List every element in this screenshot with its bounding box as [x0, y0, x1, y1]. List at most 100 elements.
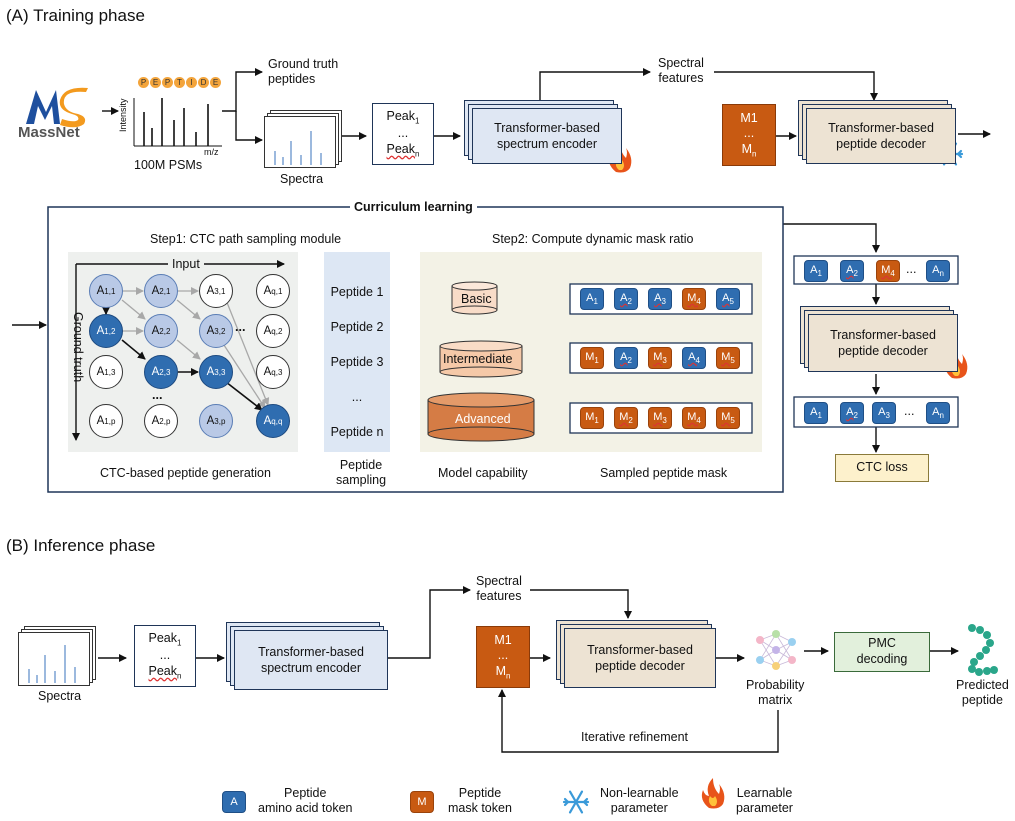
inference-encoder-stack: Transformer-based spectrum encoder — [226, 622, 388, 692]
ctc-ground-truth-axis: Ground truth — [71, 312, 85, 383]
inf-mask-last-label: M — [495, 663, 506, 678]
psm-x-label: m/z — [204, 147, 219, 157]
inf-peak-last-label: Peak — [148, 663, 178, 678]
psm-y-label: Intensity — [118, 98, 128, 132]
peak-last-label: Peak — [386, 141, 416, 156]
massnet-logo — [26, 87, 88, 128]
training-phase-title: (A) Training phase — [6, 6, 145, 25]
neural-network-icon — [756, 630, 796, 670]
inf-mask-first-label: M1 — [494, 632, 512, 647]
masked-input-token: A1 — [804, 260, 828, 282]
inference-connectors — [98, 586, 959, 753]
inference-peak-list: Peak1 ... Peakn — [134, 625, 196, 687]
inf-mask-dots: ... — [497, 648, 509, 663]
peak-first-label: Peak — [386, 108, 416, 123]
iterative-refinement-label: Iterative refinement — [578, 730, 691, 745]
pmc-decoding-box: PMC decoding — [834, 632, 930, 672]
psm-letter-3: T — [174, 77, 185, 88]
mask-row-0-token: A3 — [648, 288, 672, 310]
peptide-chain-icon — [968, 624, 998, 676]
peptide-sample-item: ... — [351, 390, 363, 404]
legend-mask-token: M — [410, 791, 434, 813]
output-token: A3 — [872, 402, 896, 424]
psm-letter-5: D — [198, 77, 209, 88]
training-spectra-label: Spectra — [280, 172, 324, 186]
psm-letter-1: E — [150, 77, 161, 88]
mask-row-2-token: M5 — [716, 407, 740, 429]
legend-learnable-text: Learnable parameter — [736, 786, 793, 815]
ctc-caption: CTC-based peptide generation — [100, 466, 271, 480]
mask-row-0-token: A5 — [716, 288, 740, 310]
training-encoder-label: Transformer-based spectrum encoder — [472, 108, 622, 164]
legend-frozen-text: Non-learnable parameter — [600, 786, 679, 815]
inf-peak-last-sub: n — [177, 671, 182, 681]
output-token: A2 — [840, 402, 864, 424]
mask-first-label: M1 — [740, 110, 758, 125]
learnable-decoder-label: Transformer-based peptide decoder — [808, 314, 958, 372]
sampled-mask-caption: Sampled peptide mask — [600, 466, 728, 480]
masked-input-token: An — [926, 260, 950, 282]
ctc-grid-dots-col: ... — [152, 388, 163, 402]
training-peak-list: Peak1 ... Peakn — [372, 103, 434, 165]
inference-encoder-label: Transformer-based spectrum encoder — [234, 630, 388, 690]
level-intermediate-label: Intermediate — [443, 352, 513, 366]
inference-decoder-stack: Transformer-based peptide decoder — [556, 620, 718, 690]
ctc-input-label: Input — [168, 257, 204, 272]
peptide-sample-item: Peptide 3 — [330, 355, 384, 369]
peptide-sampling-caption: Peptide sampling — [336, 458, 387, 487]
frozen-decoder-stack: Transformer-based peptide decoder — [798, 100, 960, 166]
mask-last-sub: n — [751, 149, 757, 159]
masked-input-token: A2 — [840, 260, 864, 282]
level-advanced-label: Advanced — [455, 412, 511, 426]
mask-row-1-token: A2 — [614, 347, 638, 369]
massnet-logo-text: MassNet — [18, 124, 80, 141]
legend-aa-text: Peptide amino acid token — [258, 786, 353, 815]
mask-row-1-token: A4 — [682, 347, 706, 369]
mask-row-0-token: A2 — [614, 288, 638, 310]
probability-matrix-label: Probability matrix — [746, 678, 805, 707]
model-capability-caption: Model capability — [438, 466, 528, 480]
psm-spectrum-plot — [133, 98, 222, 147]
inference-spectra-thumbnail — [28, 645, 76, 683]
psm-letter-4: I — [186, 77, 197, 88]
ctc-grid-dots-row: ... — [235, 320, 246, 334]
masked-input-dots: ... — [906, 262, 917, 276]
inf-peak-first-label: Peak — [148, 630, 178, 645]
fire-icon — [701, 778, 725, 809]
output-token: A1 — [804, 402, 828, 424]
inference-decoder-label: Transformer-based peptide decoder — [564, 628, 716, 688]
inf-mask-last-sub: n — [505, 671, 511, 681]
capability-cylinders — [427, 281, 535, 442]
mask-last-label: M — [741, 141, 752, 156]
snowflake-icon — [562, 790, 590, 814]
mask-row-1-token: M1 — [580, 347, 604, 369]
peak-dots: ... — [397, 126, 409, 141]
psm-letter-2: P — [162, 77, 173, 88]
level-basic-label: Basic — [461, 292, 492, 306]
inference-phase-title: (B) Inference phase — [6, 536, 156, 555]
mask-row-1-token: M5 — [716, 347, 740, 369]
inf-peak-first-sub: 1 — [177, 638, 182, 648]
frozen-decoder-label: Transformer-based peptide decoder — [806, 108, 956, 164]
training-spectra-stack — [264, 110, 344, 168]
mask-row-0-token: A1 — [580, 288, 604, 310]
peak-last-sub: n — [415, 149, 420, 159]
curriculum-title: Curriculum learning — [350, 200, 477, 215]
predicted-peptide-label: Predicted peptide — [956, 678, 1009, 707]
mask-row-2-token: M1 — [580, 407, 604, 429]
training-spectral-features-label: Spectral features — [658, 56, 704, 85]
legend-aa-token: A — [222, 791, 246, 813]
output-dots: ... — [904, 404, 915, 418]
